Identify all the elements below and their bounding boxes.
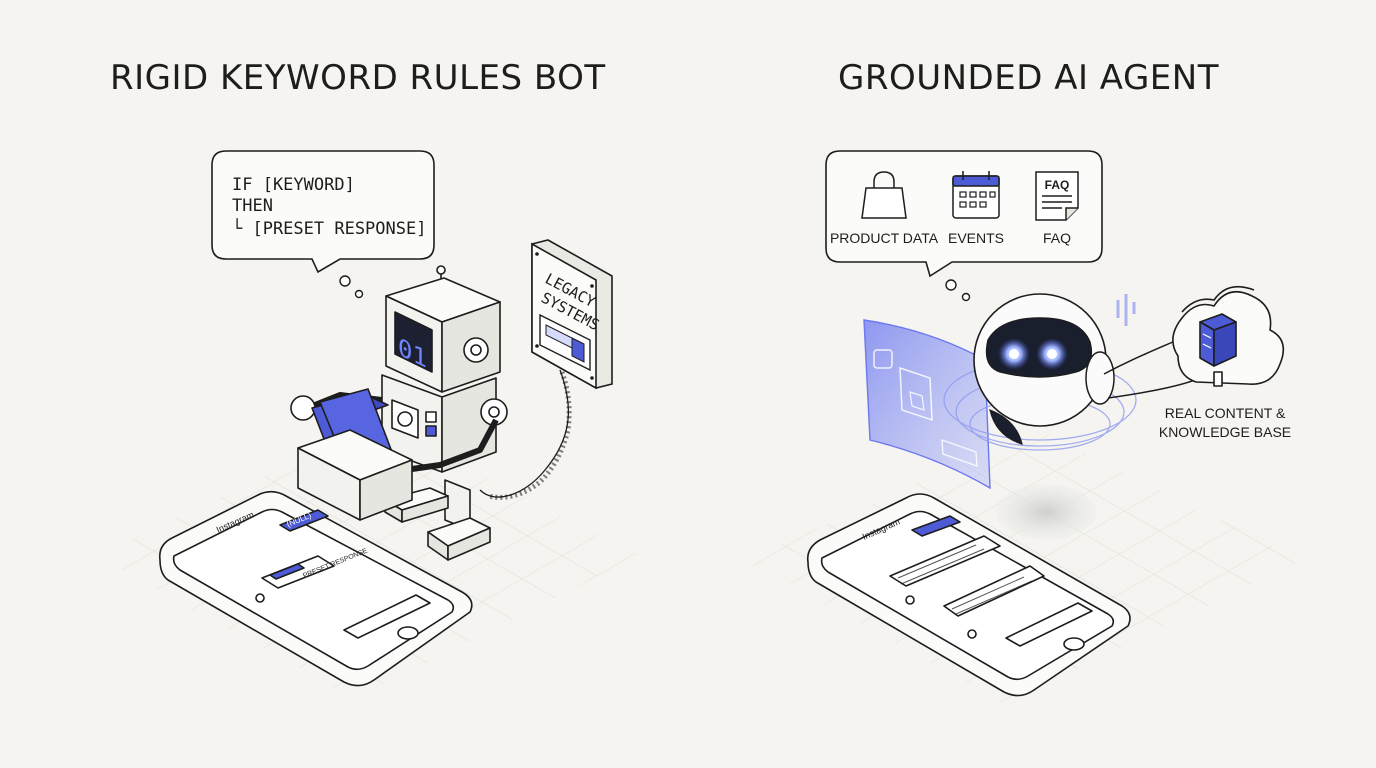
left-title: RIGID KEYWORD RULES BOT (110, 58, 606, 98)
source-label-product-data: PRODUCT DATA (830, 230, 939, 246)
keyword-robot (290, 265, 508, 561)
calendar-icon (952, 171, 1000, 219)
ai-agent-orb (943, 293, 1137, 451)
faq-document-icon (1035, 171, 1079, 221)
right-phone (806, 493, 1131, 697)
knowledge-link-cable (1103, 337, 1183, 375)
faq-icon-text: FAQ (1045, 178, 1070, 192)
source-label-events: EVENTS (948, 230, 1004, 246)
left-phone (158, 490, 473, 687)
cloud-server-icon (1172, 285, 1285, 387)
ai-bot-shadow (996, 484, 1096, 540)
shopping-bag-icon (861, 171, 907, 219)
source-label-faq: FAQ (1043, 230, 1071, 246)
rule-line-2: THEN (232, 196, 273, 216)
card-file-box (297, 388, 413, 521)
legacy-systems-panel (531, 239, 613, 390)
rule-line-1: IF [KEYWORD] (232, 175, 355, 195)
rule-line-3: └ [PRESET RESPONSE] (232, 218, 426, 239)
rule-thought-bubble (211, 150, 435, 299)
coiled-cable (479, 369, 572, 500)
knowledge-base-label-1: REAL CONTENT & (1165, 405, 1286, 421)
holographic-panel (863, 319, 991, 490)
knowledge-base-label-2: KNOWLEDGE BASE (1159, 424, 1291, 440)
right-title: GROUNDED AI AGENT (838, 58, 1219, 98)
